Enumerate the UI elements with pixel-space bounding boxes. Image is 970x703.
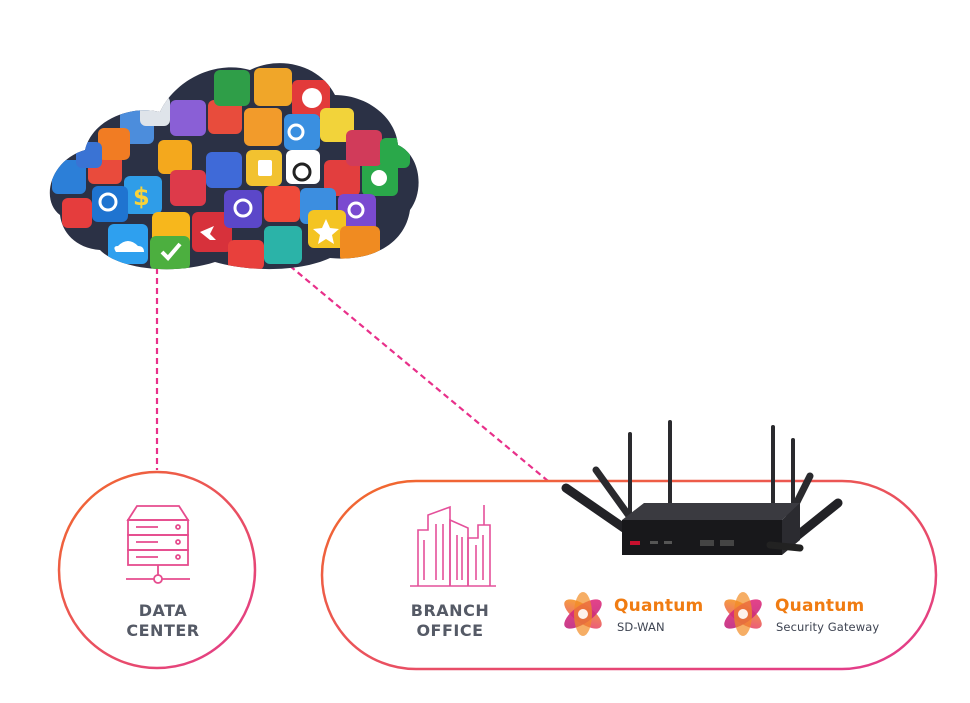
connector-cloud-to-branch: [289, 265, 549, 482]
data-center-label: DATA CENTER: [126, 601, 200, 640]
sd-wan-router-device: [561, 420, 843, 555]
quantum-logo-icon: [724, 592, 762, 636]
app-icon-cloud: $: [49, 63, 419, 270]
svg-text:$: $: [133, 183, 150, 211]
branch-office-label: BRANCH OFFICE: [410, 601, 490, 640]
app-glyphs: $: [98, 88, 387, 261]
data-center-circle: [57, 470, 257, 670]
office-buildings-icon: [410, 505, 496, 587]
server-rack-icon: [126, 505, 190, 584]
product-name: Quantum: [614, 596, 704, 616]
product-subtitle: Security Gateway: [776, 620, 880, 634]
product-name: Quantum: [775, 596, 865, 616]
product-subtitle: SD-WAN: [617, 620, 665, 634]
quantum-logo-icon: [564, 592, 602, 636]
